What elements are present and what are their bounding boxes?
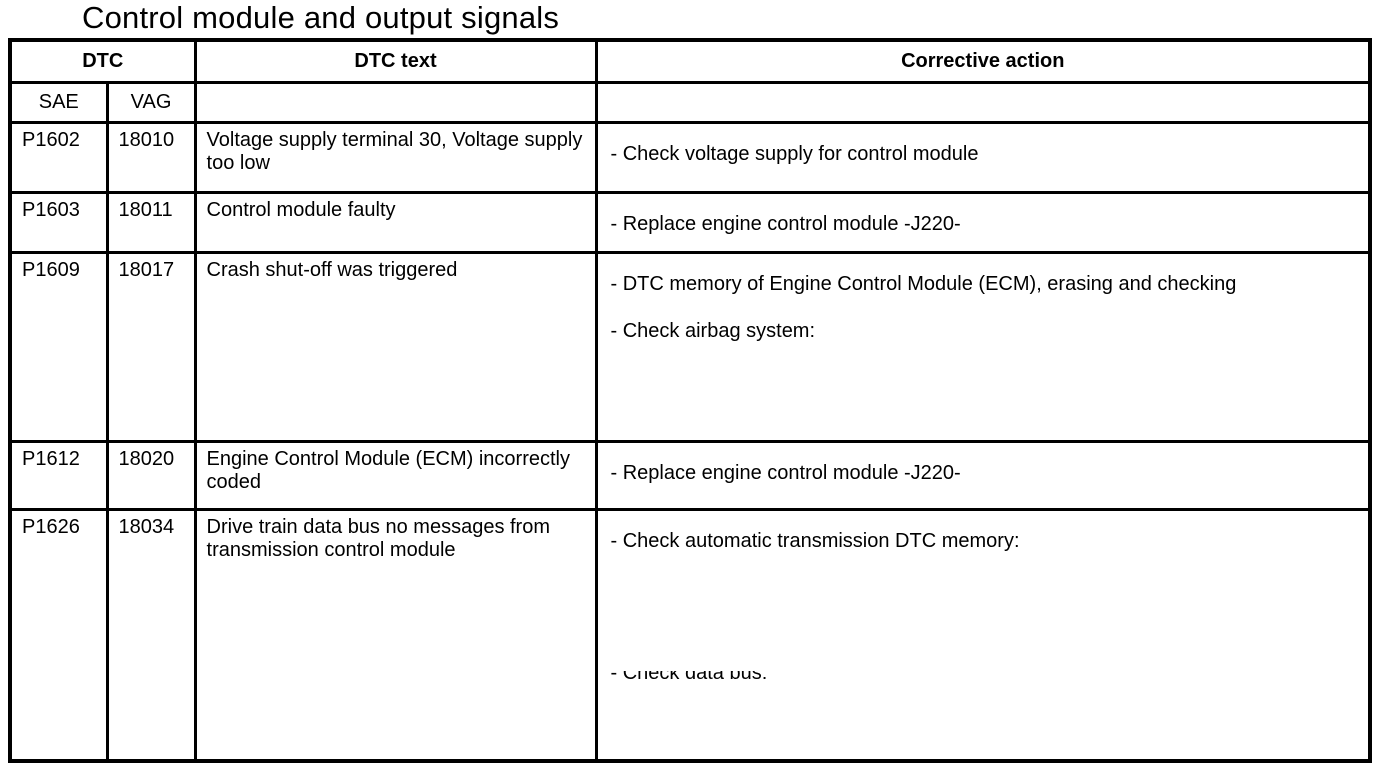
table-row: P1603 18011 Control module faulty - Repl… — [8, 190, 1372, 254]
cell-vag: 18011 — [105, 190, 197, 254]
page-title: Control module and output signals — [82, 0, 560, 35]
header-sae: SAE — [8, 80, 109, 124]
cell-sae: P1603 — [8, 190, 109, 254]
cell-dtc-text: Crash shut-off was triggered — [193, 250, 598, 443]
cell-vag: 18017 — [105, 250, 197, 443]
action-item: - Replace engine control module -J220- — [610, 461, 961, 484]
table-row: P1626 18034 Drive train data bus no mess… — [8, 507, 1372, 763]
cell-sae: P1612 — [8, 439, 109, 511]
cell-vag: 18034 — [105, 507, 197, 763]
header-empty-dtc-text — [193, 80, 598, 124]
action-item: - DTC memory of Engine Control Module (E… — [610, 272, 1237, 295]
header-empty-corrective — [594, 80, 1372, 124]
cell-vag: 18020 — [105, 439, 197, 511]
clipped-action-item: - Check data bus: — [610, 670, 768, 684]
action-item: - Check voltage supply for control modul… — [610, 142, 979, 165]
cell-corrective-action: - Replace engine control module -J220- — [594, 190, 1372, 254]
dtc-table: DTC DTC text Corrective action SAE VAG P… — [8, 38, 1373, 763]
cell-vag: 18010 — [105, 120, 197, 194]
cell-corrective-action: - Check automatic transmission DTC memor… — [594, 507, 1372, 763]
cell-sae: P1626 — [8, 507, 109, 763]
cell-sae: P1602 — [8, 120, 109, 194]
header-dtc: DTC — [8, 38, 197, 84]
table-header-row-2: SAE VAG — [8, 80, 1372, 124]
table-header-row-1: DTC DTC text Corrective action — [8, 38, 1372, 84]
cell-corrective-action: - DTC memory of Engine Control Module (E… — [594, 250, 1372, 443]
header-dtc-text: DTC text — [193, 38, 598, 84]
header-vag: VAG — [105, 80, 197, 124]
table-row: P1602 18010 Voltage supply terminal 30, … — [8, 120, 1372, 194]
cell-corrective-action: - Check voltage supply for control modul… — [594, 120, 1372, 194]
cell-corrective-action: - Replace engine control module -J220- — [594, 439, 1372, 511]
action-item: - Check airbag system: — [610, 319, 816, 342]
action-item: - Replace engine control module -J220- — [610, 212, 961, 235]
table-row: P1609 18017 Crash shut-off was triggered… — [8, 250, 1372, 443]
cell-sae: P1609 — [8, 250, 109, 443]
cell-dtc-text: Control module faulty — [193, 190, 598, 254]
table-row: P1612 18020 Engine Control Module (ECM) … — [8, 439, 1372, 511]
cell-dtc-text: Drive train data bus no messages from tr… — [193, 507, 598, 763]
cell-dtc-text: Voltage supply terminal 30, Voltage supp… — [193, 120, 598, 194]
action-item: - Check automatic transmission DTC memor… — [610, 529, 1020, 552]
header-corrective-action: Corrective action — [594, 38, 1372, 84]
cell-dtc-text: Engine Control Module (ECM) incorrectly … — [193, 439, 598, 511]
